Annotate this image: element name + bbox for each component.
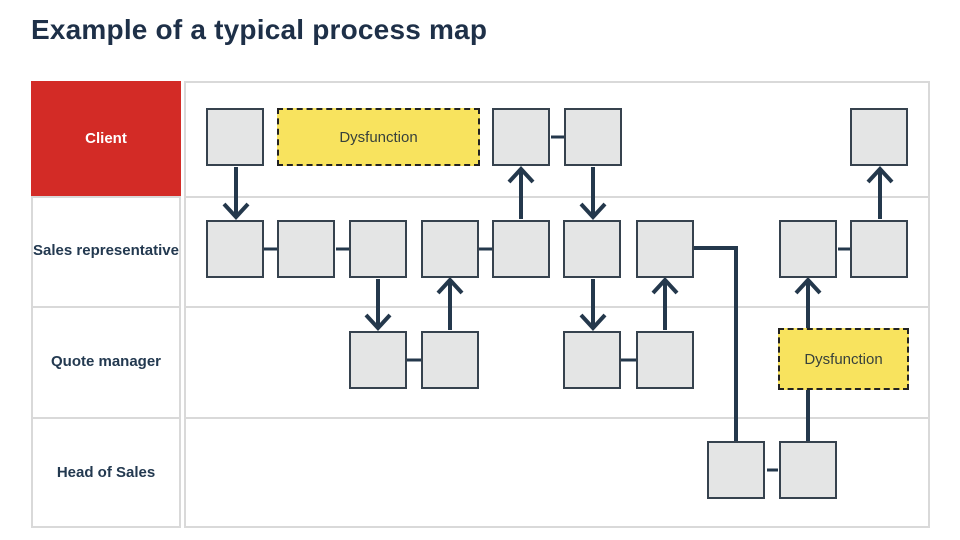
process-step-box — [206, 220, 264, 278]
process-step-box — [206, 108, 264, 166]
process-step-box — [564, 108, 622, 166]
arrow-quote4-up-to-sales7 — [651, 277, 679, 330]
lane-divider — [186, 196, 928, 198]
process-step-box — [421, 331, 479, 389]
process-step-box — [850, 108, 908, 166]
process-step-box — [277, 220, 335, 278]
arrow-sales9-up-to-client4 — [866, 166, 894, 219]
arrow-sales5-up-to-client2 — [507, 166, 535, 219]
process-step-box — [492, 220, 550, 278]
process-step-box — [349, 331, 407, 389]
lane-label-sales-representative: Sales representative — [33, 241, 179, 259]
lane-label-client: Client — [85, 129, 127, 147]
arrow-sales6-down-to-quote3 — [579, 279, 607, 331]
line-sales7-elbow-to-head1 — [694, 246, 738, 441]
process-step-box — [707, 441, 765, 499]
process-step-box — [636, 331, 694, 389]
dysfunction-annotation-client: Dysfunction — [277, 108, 480, 166]
arrow-quote2-up-to-sales4 — [436, 277, 464, 330]
arrow-client3-down-to-sales6 — [579, 167, 607, 220]
swimlane-label-column: Client Sales representative Quote manage… — [31, 81, 181, 528]
lane-divider — [33, 306, 179, 308]
process-step-box — [779, 441, 837, 499]
client-lane-red-background — [31, 81, 181, 196]
lane-divider — [33, 417, 179, 419]
process-step-box — [636, 220, 694, 278]
process-step-box — [779, 220, 837, 278]
arrow-sales3-down-to-quote1 — [364, 279, 392, 331]
process-step-box — [421, 220, 479, 278]
process-step-box — [563, 331, 621, 389]
lane-label-quote-manager: Quote manager — [50, 352, 162, 370]
process-step-box — [563, 220, 621, 278]
process-step-box — [850, 220, 908, 278]
dysfunction-annotation-quote-manager: Dysfunction — [778, 328, 909, 390]
lane-label-head-of-sales: Head of Sales — [56, 463, 156, 481]
lane-divider — [186, 306, 928, 308]
lane-divider — [33, 196, 179, 198]
arrow-client1-down-to-sales1 — [222, 167, 250, 220]
lane-divider — [186, 417, 928, 419]
process-step-box — [492, 108, 550, 166]
process-step-box — [349, 220, 407, 278]
page-title: Example of a typical process map — [31, 14, 488, 45]
